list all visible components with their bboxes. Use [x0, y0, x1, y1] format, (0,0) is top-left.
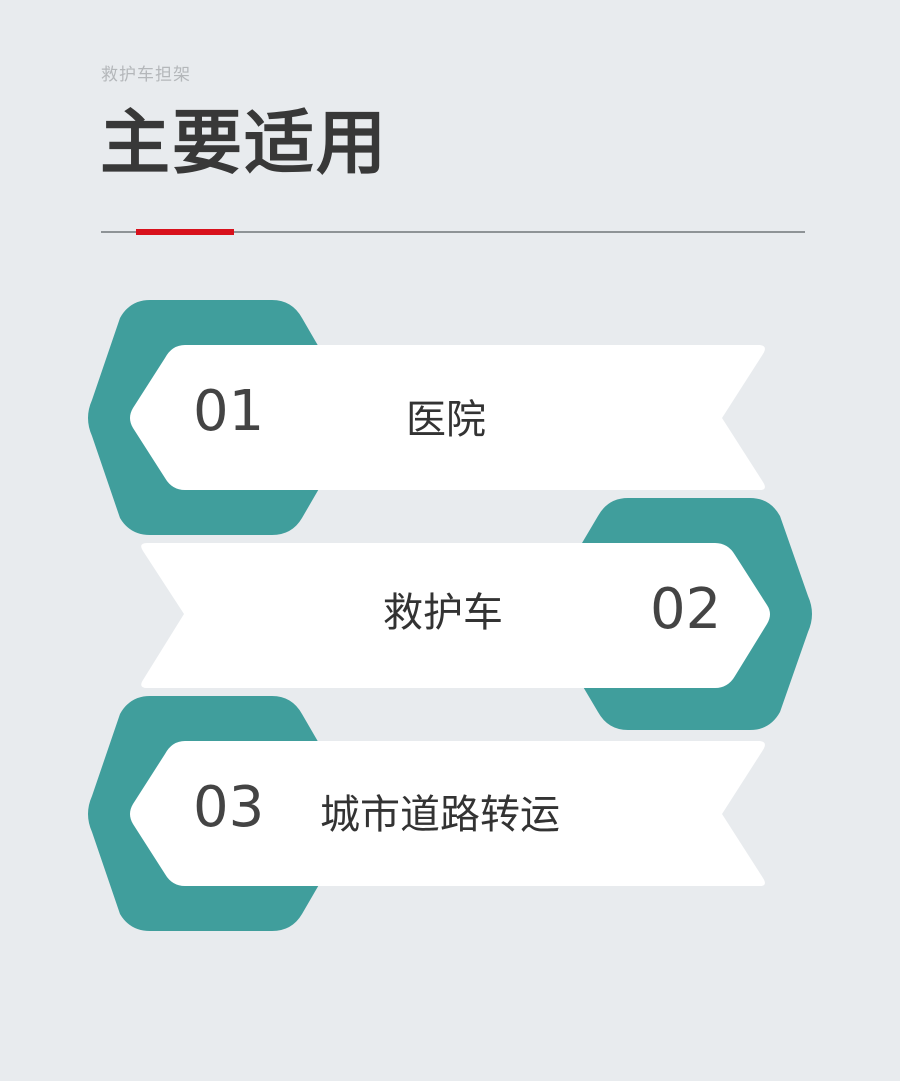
item-1-label: 医院 — [406, 397, 486, 443]
item-3-ribbon — [130, 741, 765, 886]
item-1-number: 01 — [193, 379, 265, 444]
accent-bar — [136, 229, 234, 235]
item-2-ribbon — [141, 543, 770, 688]
item-1-ribbon — [130, 345, 765, 490]
item-2-label: 救护车 — [383, 590, 503, 636]
divider-line — [101, 231, 805, 233]
item-3-number: 03 — [193, 775, 265, 840]
item-2-number: 02 — [650, 577, 722, 642]
page-title: 主要适用 — [100, 102, 388, 184]
item-3-label: 城市道路转运 — [320, 792, 560, 838]
subtitle: 救护车担架 — [101, 65, 191, 85]
